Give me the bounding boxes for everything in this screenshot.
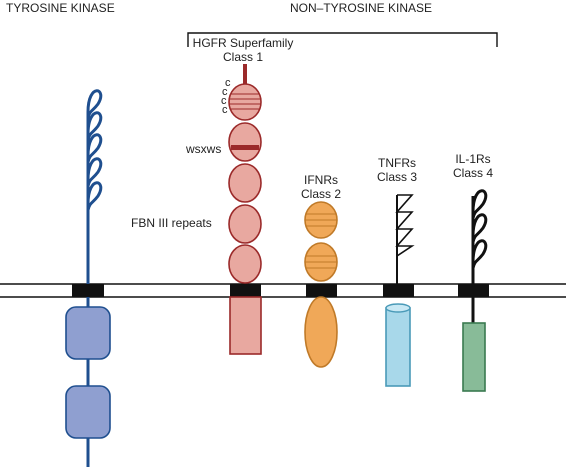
tyrosine-kinase-label: TYROSINE KINASE <box>6 1 115 15</box>
class3-zigzag-domains <box>395 194 415 257</box>
class3-receptor <box>383 194 415 387</box>
class1-fbn-domain-2 <box>228 204 262 244</box>
cysteine-lines <box>229 93 261 110</box>
class3-transmembrane <box>383 284 414 297</box>
cysteine-mark-2: c <box>222 86 228 98</box>
class2-receptor <box>304 201 338 368</box>
class1-receptor <box>228 64 262 355</box>
class3-cylinder-top <box>385 303 411 313</box>
tnfrs-label: TNFRs <box>378 156 416 170</box>
cysteine-mark-3: c <box>221 95 227 107</box>
cysteine-mark-4: c <box>222 104 228 116</box>
class4-receptor <box>458 189 489 392</box>
class1-intracellular-domain <box>229 296 262 355</box>
class1-cysteine-domain <box>228 83 262 121</box>
kinase-domain-lower <box>65 385 111 439</box>
non-tyrosine-kinase-label: NON–TYROSINE KINASE <box>290 1 433 15</box>
class3-label: Class 3 <box>376 170 417 184</box>
tyrosine-kinase-loops <box>86 89 103 211</box>
class2-transmembrane <box>306 284 337 297</box>
wsxws-label: wsxws <box>186 142 222 156</box>
il1rs-label: IL-1Rs <box>455 152 491 166</box>
class1-fbn-domain-3 <box>228 244 262 284</box>
non-tyrosine-kinase-bracket <box>187 32 498 47</box>
wsxws-motif-bar <box>231 145 259 150</box>
class4-label: Class 4 <box>452 166 493 180</box>
kinase-domain-upper <box>65 306 111 360</box>
class1-wsxws-domain <box>228 122 262 162</box>
fbn-repeats-label: FBN III repeats <box>131 216 212 230</box>
tyrosine-kinase-receptor <box>65 89 111 467</box>
class2-label: Class 2 <box>300 187 341 201</box>
class1-label: Class 1 <box>222 50 263 64</box>
class3-intracellular-cylinder <box>385 307 411 387</box>
class2-intracellular-domain <box>304 296 338 368</box>
class4-loops <box>471 189 488 269</box>
class4-intracellular-domain <box>462 322 486 392</box>
hgfr-superfamily-label: HGFR Superfamily <box>192 36 294 50</box>
class1-transmembrane <box>230 284 261 297</box>
class1-fbn-domain-1 <box>228 163 262 203</box>
tyrosine-kinase-transmembrane <box>72 284 104 297</box>
cysteine-mark-1: c <box>225 77 231 89</box>
ifnrs-label: IFNRs <box>304 173 338 187</box>
class4-transmembrane <box>458 284 489 297</box>
